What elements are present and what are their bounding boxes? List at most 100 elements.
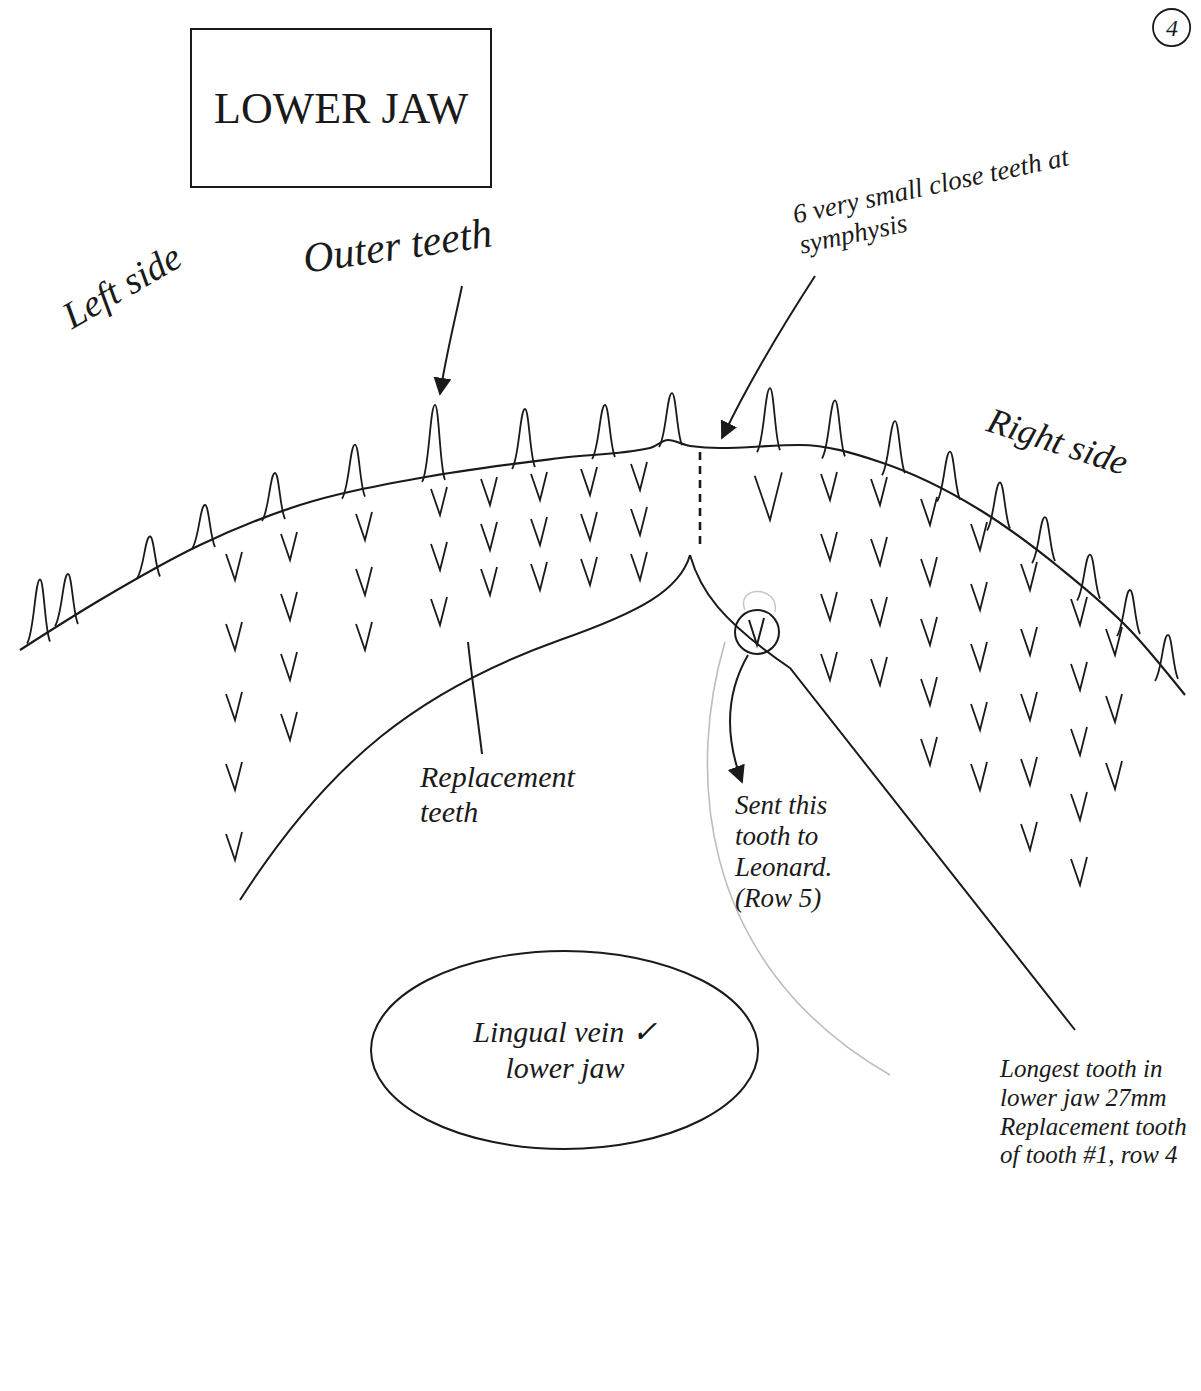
leader-arrow [722,276,815,438]
node-text: Lingual vein ✓ lower jaw [440,1014,690,1086]
outer-tooth [262,473,285,521]
jaw-inner-edge [240,555,690,900]
replacement-tooth [821,652,837,680]
replacement-tooth [1106,761,1122,789]
tooth-circle [735,610,779,654]
replacement-teeth [226,462,1122,885]
outer-tooth [822,400,845,458]
replacement-tooth [1071,597,1087,625]
jaw-edge [20,440,1185,695]
part-label: Replacement teeth [420,760,605,829]
replacement-tooth [531,472,547,500]
replacement-tooth [1021,757,1037,785]
outer-tooth [987,483,1010,531]
replacement-tooth [631,462,647,490]
replacement-tooth [356,512,372,540]
replacement-tooth [226,832,242,860]
ellipse-outline [371,951,758,1149]
replacement-tooth [1071,857,1087,885]
replacement-tooth [431,542,447,570]
circled-tooth [749,618,764,645]
replacement-tooth [356,567,372,595]
replacement-tooth [1106,694,1122,722]
outer-tooth [192,505,215,549]
replacement-tooth [226,762,242,790]
symphysis-teeth [699,452,702,548]
outer-tooth [342,445,365,499]
replacement-tooth [755,472,782,520]
replacement-tooth [971,702,987,730]
replacement-tooth [1021,562,1037,590]
jaw-inner-edge [690,555,1075,1030]
replacement-tooth [431,487,447,515]
replacement-tooth [871,537,887,565]
replacement-tooth [226,552,242,580]
outer-tooth [422,405,445,482]
node-outline [370,950,759,1150]
replacement-tooth [226,692,242,720]
replacement-tooth [1071,662,1087,690]
replacement-tooth [971,762,987,790]
replacement-tooth [971,582,987,610]
replacement-tooth [481,522,497,550]
replacement-tooth [921,557,937,585]
leader-arrow [730,655,748,782]
outer-tooth [55,574,78,626]
node-text-wrap: Lingual vein ✓ lower jaw [440,1014,690,1086]
replacement-tooth [821,532,837,560]
replacement-tooth [921,497,937,525]
side-label: Right side [982,400,1133,484]
outer-teeth [27,388,1178,681]
outer-tooth [137,537,160,579]
note-ellipse: Lingual vein ✓ lower jaw [370,950,759,1150]
replacement-tooth [971,642,987,670]
replacement-tooth [921,677,937,705]
replacement-tooth [871,657,887,685]
outer-tooth [592,405,615,459]
replacement-tooth [531,562,547,590]
leader-line [468,642,482,754]
replacement-tooth [1071,727,1087,755]
node-text-wrap: 4 [1166,14,1178,43]
outer-tooth [1155,635,1178,681]
replacement-tooth [281,592,297,620]
replacement-tooth [481,477,497,505]
replacement-tooth [281,652,297,680]
outer-tooth [1032,517,1055,563]
replacement-tooth [281,712,297,740]
replacement-tooth [431,597,447,625]
side-label: Left side [55,235,189,338]
replacement-tooth [871,597,887,625]
outer-tooth [937,452,960,502]
circle-outline [1153,9,1190,46]
note-label: Longest tooth in lower jaw 27mm Replacem… [1000,1055,1190,1170]
replacement-tooth [356,622,372,650]
note-label: 6 very small close teeth at symphysis [790,130,1131,260]
page-number-circle: 4 [1152,8,1191,47]
replacement-tooth [1106,627,1122,655]
replacement-tooth [631,552,647,580]
replacement-tooth [921,737,937,765]
page-title: LOWER JAW [190,28,492,188]
replacement-tooth [1071,792,1087,820]
outer-tooth [1077,555,1100,601]
replacement-tooth [581,467,597,495]
replacement-tooth [481,567,497,595]
replacement-tooth [581,512,597,540]
replacement-tooth [631,507,647,535]
replacement-tooth [821,592,837,620]
replacement-tooth [1021,692,1037,720]
replacement-tooth [921,617,937,645]
outer-tooth [757,388,780,452]
note-label: Sent this tooth to Leonard. (Row 5) [735,790,867,914]
outer-tooth [659,393,682,447]
replacement-tooth [1021,822,1037,850]
replacement-tooth [581,557,597,585]
part-label: Outer teeth [300,209,495,283]
outer-tooth [882,421,905,475]
replacement-tooth [821,472,837,500]
faint-outline [707,642,890,1075]
replacement-tooth [971,522,987,550]
